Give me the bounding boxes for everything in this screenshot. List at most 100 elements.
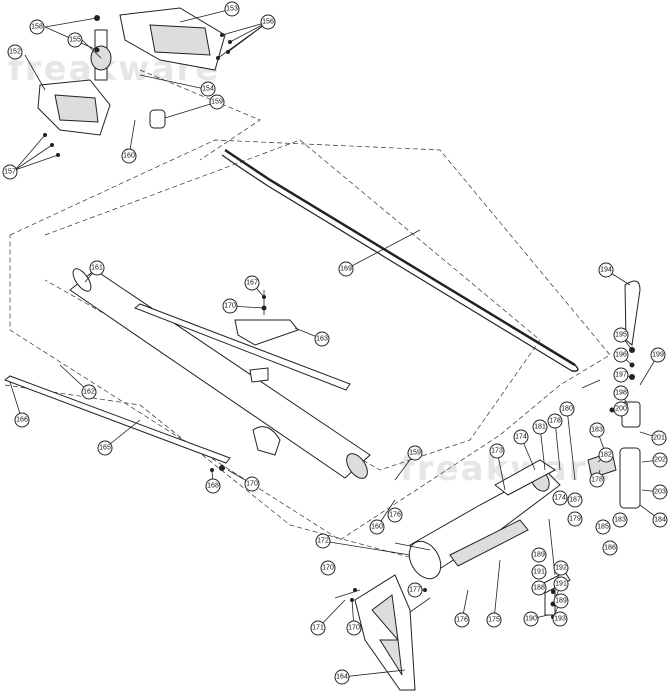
callout-158: 158 bbox=[29, 19, 45, 35]
svg-text:196: 196 bbox=[615, 352, 627, 359]
callout-178: 178 bbox=[589, 472, 605, 488]
svg-text:183: 183 bbox=[614, 517, 626, 524]
callout-178b: 178 bbox=[547, 413, 563, 429]
svg-text:162: 162 bbox=[83, 389, 95, 396]
callout-200: 200 bbox=[613, 401, 629, 417]
svg-text:168: 168 bbox=[207, 483, 219, 490]
callout-171: 171 bbox=[310, 620, 326, 636]
callout-162: 162 bbox=[81, 384, 97, 400]
front-frame-mount bbox=[37, 7, 226, 136]
svg-text:170: 170 bbox=[246, 481, 258, 488]
svg-text:182: 182 bbox=[600, 452, 612, 459]
callout-189: 189 bbox=[531, 547, 547, 563]
svg-text:179: 179 bbox=[569, 516, 581, 523]
callout-160: 160 bbox=[121, 148, 137, 164]
svg-text:172: 172 bbox=[317, 538, 329, 545]
callout-183: 183 bbox=[589, 422, 605, 438]
callout-159b: 159 bbox=[407, 445, 423, 461]
callout-195: 195 bbox=[613, 327, 629, 343]
assembly-outline bbox=[9, 139, 611, 541]
callout-199: 199 bbox=[650, 347, 666, 363]
callout-185: 185 bbox=[595, 519, 611, 535]
svg-text:195: 195 bbox=[615, 332, 627, 339]
callout-201: 201 bbox=[651, 430, 667, 446]
svg-text:154: 154 bbox=[202, 86, 214, 93]
vertical-fin bbox=[354, 574, 416, 691]
callout-174: 174 bbox=[513, 429, 529, 445]
svg-text:165: 165 bbox=[99, 445, 111, 452]
callout-165: 165 bbox=[97, 440, 113, 456]
svg-text:191: 191 bbox=[533, 569, 545, 576]
tail-boom bbox=[69, 268, 371, 479]
callout-154: 154 bbox=[200, 81, 216, 97]
callout-174b: 174 bbox=[552, 490, 568, 506]
svg-text:183: 183 bbox=[591, 427, 603, 434]
drive-belt bbox=[221, 148, 579, 372]
callout-176b: 176 bbox=[454, 612, 470, 628]
callout-166: 166 bbox=[14, 412, 30, 428]
svg-text:164: 164 bbox=[336, 674, 348, 681]
svg-text:188: 188 bbox=[533, 585, 545, 592]
svg-text:181: 181 bbox=[534, 424, 546, 431]
svg-text:180: 180 bbox=[561, 406, 573, 413]
svg-text:153: 153 bbox=[226, 6, 238, 13]
svg-text:176: 176 bbox=[389, 512, 401, 519]
assembly-outline bbox=[139, 69, 261, 161]
callout-157: 157 bbox=[2, 164, 18, 180]
assembly-outline bbox=[4, 384, 421, 561]
callout-193: 193 bbox=[552, 611, 568, 627]
svg-text:186: 186 bbox=[604, 545, 616, 552]
svg-text:192: 192 bbox=[555, 565, 567, 572]
svg-text:175: 175 bbox=[488, 617, 500, 624]
svg-text:185: 185 bbox=[597, 524, 609, 531]
callout-167: 167 bbox=[244, 275, 260, 291]
callout-156: 156 bbox=[260, 14, 276, 30]
svg-text:191: 191 bbox=[555, 581, 567, 588]
callout-161: 161 bbox=[89, 260, 105, 276]
svg-text:201: 201 bbox=[653, 435, 665, 442]
callout-173: 173 bbox=[489, 443, 505, 459]
svg-text:200: 200 bbox=[615, 406, 627, 413]
callout-170b: 170 bbox=[320, 560, 336, 576]
svg-text:170: 170 bbox=[224, 303, 236, 310]
callout-188: 188 bbox=[531, 580, 547, 596]
svg-text:190: 190 bbox=[525, 616, 537, 623]
svg-text:176: 176 bbox=[456, 617, 468, 624]
callout-153: 153 bbox=[224, 1, 240, 17]
svg-text:158: 158 bbox=[31, 24, 43, 31]
callout-172: 172 bbox=[315, 533, 331, 549]
callout-197: 197 bbox=[613, 367, 629, 383]
svg-text:202: 202 bbox=[654, 457, 666, 464]
callout-170: 170 bbox=[222, 298, 238, 314]
callout-164: 164 bbox=[334, 669, 350, 685]
callout-198: 198 bbox=[613, 385, 629, 401]
svg-text:152: 152 bbox=[9, 49, 21, 56]
svg-text:194: 194 bbox=[600, 267, 612, 274]
svg-text:169: 169 bbox=[340, 266, 352, 273]
svg-text:174: 174 bbox=[554, 495, 566, 502]
callout-175: 175 bbox=[486, 612, 502, 628]
svg-text:173: 173 bbox=[491, 448, 503, 455]
svg-text:189: 189 bbox=[533, 552, 545, 559]
callout-194: 194 bbox=[598, 262, 614, 278]
callout-160b: 160 bbox=[369, 519, 385, 535]
svg-text:178: 178 bbox=[549, 418, 561, 425]
svg-text:166: 166 bbox=[16, 417, 28, 424]
callout-189b: 189 bbox=[553, 593, 569, 609]
svg-text:170: 170 bbox=[322, 565, 334, 572]
callout-183b: 183 bbox=[612, 512, 628, 528]
svg-text:159: 159 bbox=[211, 99, 223, 106]
svg-text:171: 171 bbox=[312, 625, 324, 632]
tail-gearbox bbox=[408, 459, 561, 580]
callout-181: 181 bbox=[532, 419, 548, 435]
svg-text:174: 174 bbox=[515, 434, 527, 441]
svg-text:189: 189 bbox=[555, 598, 567, 605]
boom-clamp-bracket bbox=[234, 319, 299, 456]
callout-179: 179 bbox=[567, 511, 583, 527]
callout-152: 152 bbox=[7, 44, 23, 60]
screw-set bbox=[263, 290, 601, 613]
svg-text:167: 167 bbox=[246, 280, 258, 287]
svg-text:155: 155 bbox=[69, 37, 81, 44]
callout-163: 163 bbox=[314, 331, 330, 347]
